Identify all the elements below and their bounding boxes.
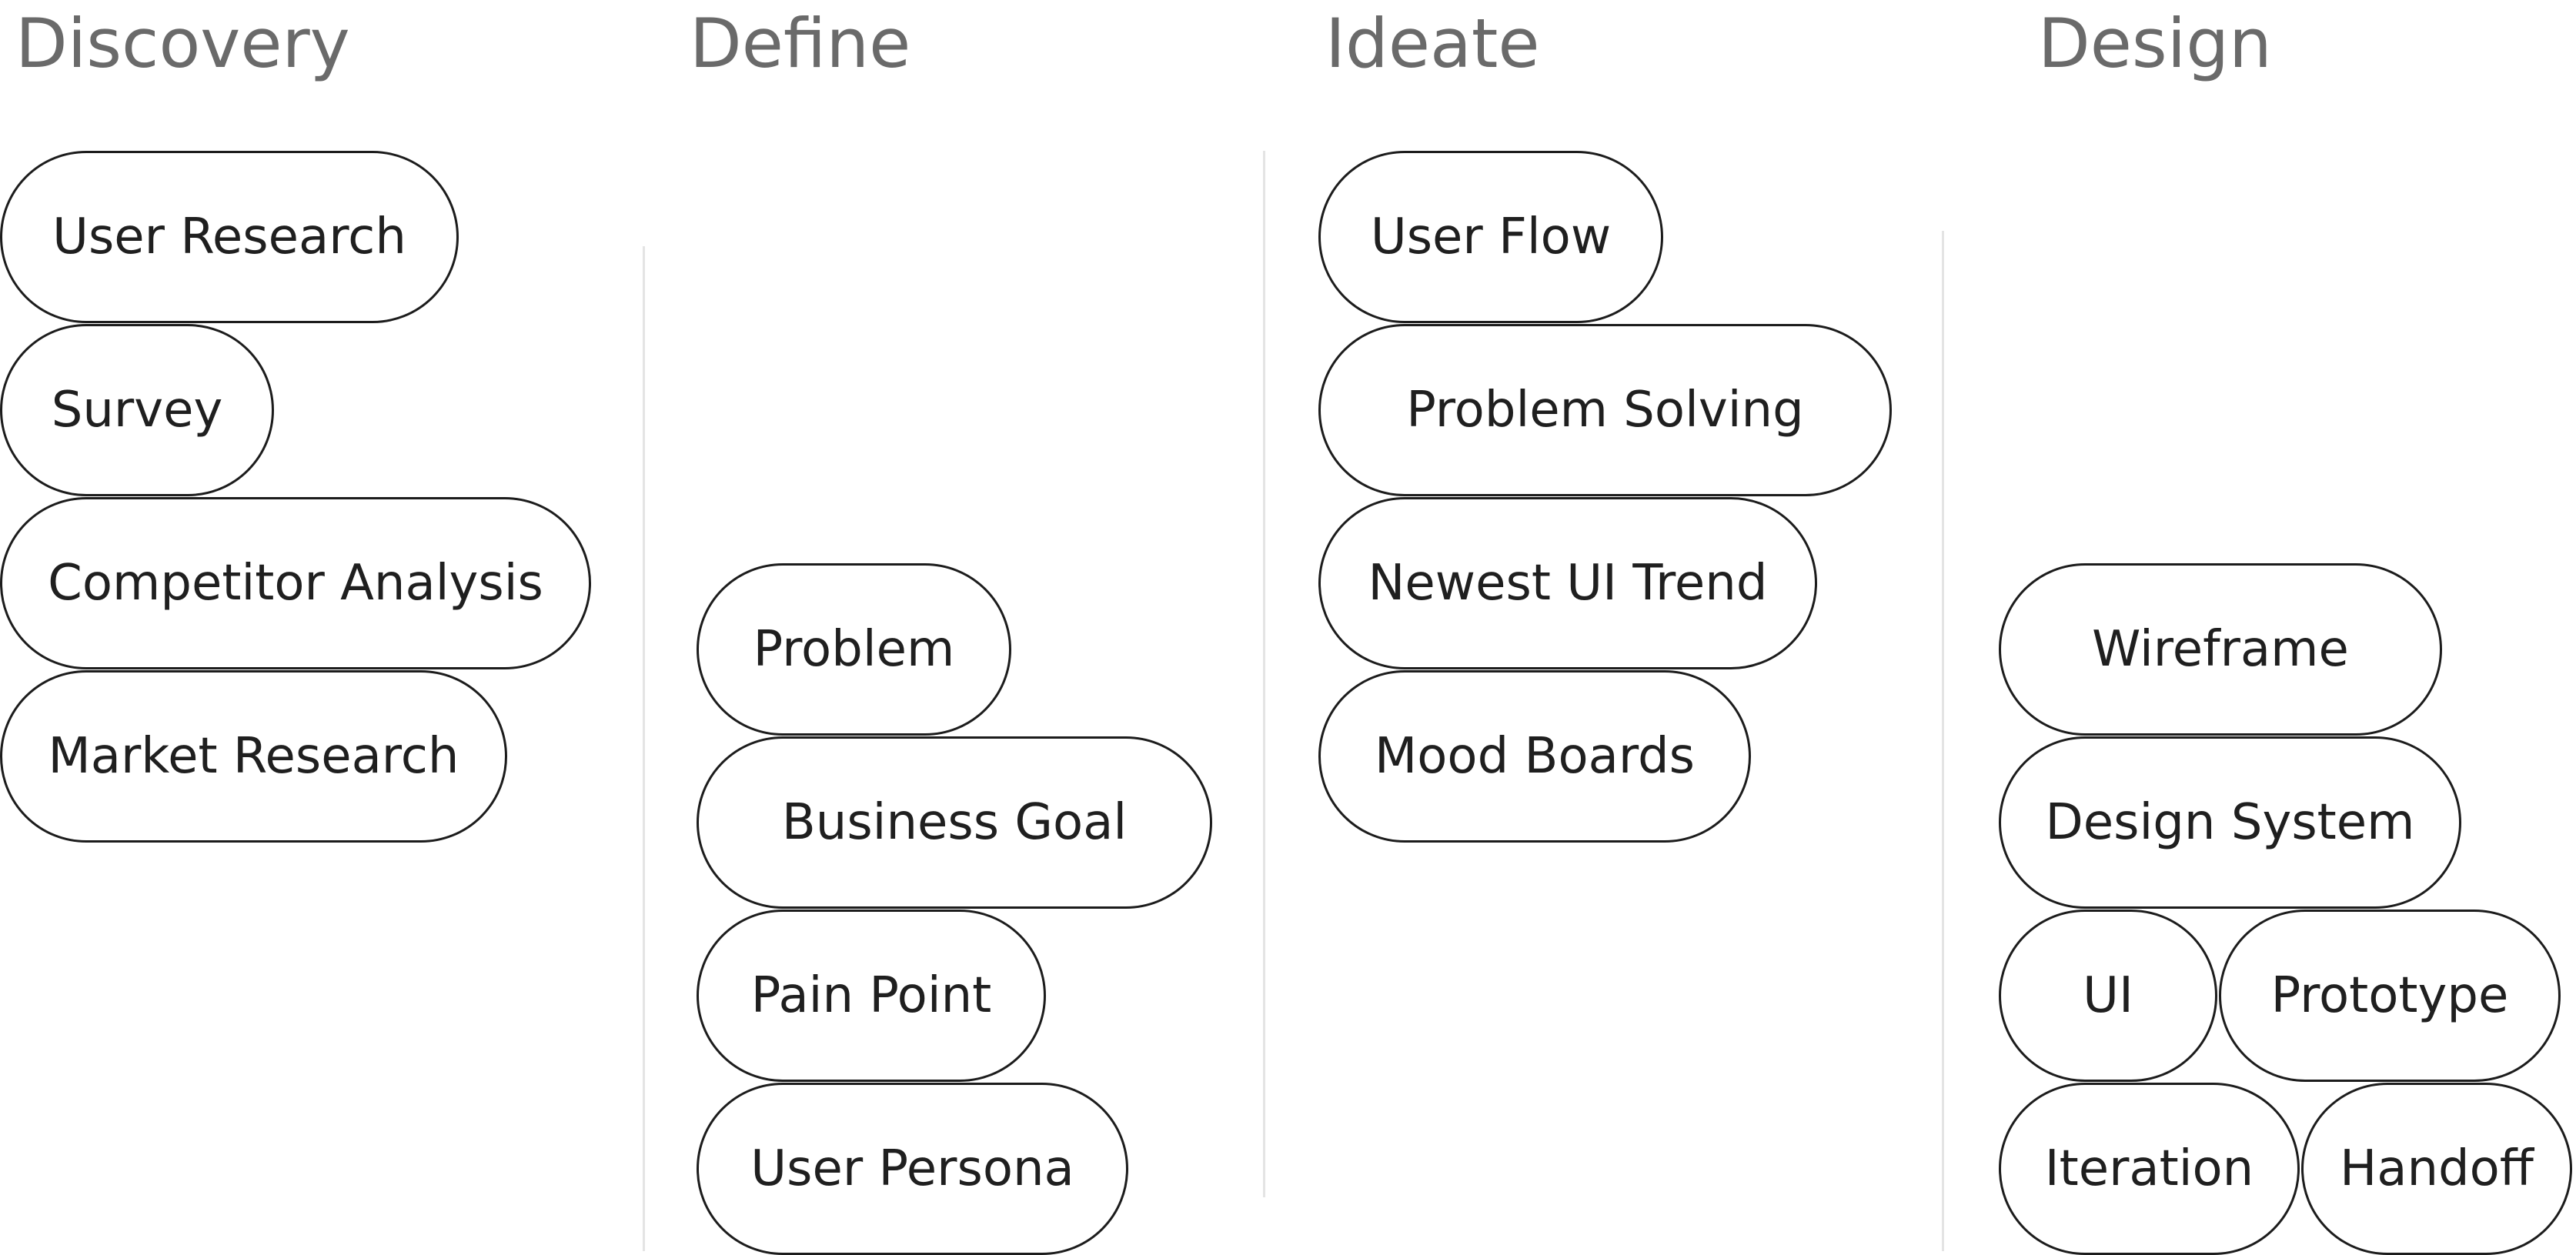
column-divider <box>1942 231 1944 1251</box>
pill-survey: Survey <box>0 324 274 496</box>
pill-prototype: Prototype <box>2219 910 2561 1082</box>
column-title-ideate: Ideate <box>1325 4 1540 83</box>
pill-pain-point: Pain Point <box>697 910 1046 1082</box>
pill-newest-ui-trend: Newest UI Trend <box>1318 497 1817 669</box>
pill-problem-solving: Problem Solving <box>1318 324 1892 496</box>
column-title-define: Define <box>690 4 911 83</box>
pill-iteration: Iteration <box>1999 1083 2300 1255</box>
column-title-discovery: Discovery <box>15 4 350 83</box>
pill-problem: Problem <box>697 563 1011 736</box>
pill-market-research: Market Research <box>0 670 507 843</box>
column-title-design: Design <box>2038 4 2272 83</box>
pill-ui: UI <box>1999 910 2217 1082</box>
pill-user-persona: User Persona <box>697 1083 1128 1255</box>
column-divider <box>643 246 645 1251</box>
pill-mood-boards: Mood Boards <box>1318 670 1751 843</box>
column-divider <box>1263 151 1265 1197</box>
pill-competitor-analysis: Competitor Analysis <box>0 497 591 669</box>
pill-wireframe: Wireframe <box>1999 563 2442 736</box>
pill-business-goal: Business Goal <box>697 736 1212 909</box>
pill-handoff: Handoff <box>2301 1083 2572 1255</box>
pill-user-flow: User Flow <box>1318 151 1663 323</box>
pill-design-system: Design System <box>1999 736 2461 909</box>
pill-user-research: User Research <box>0 151 459 323</box>
